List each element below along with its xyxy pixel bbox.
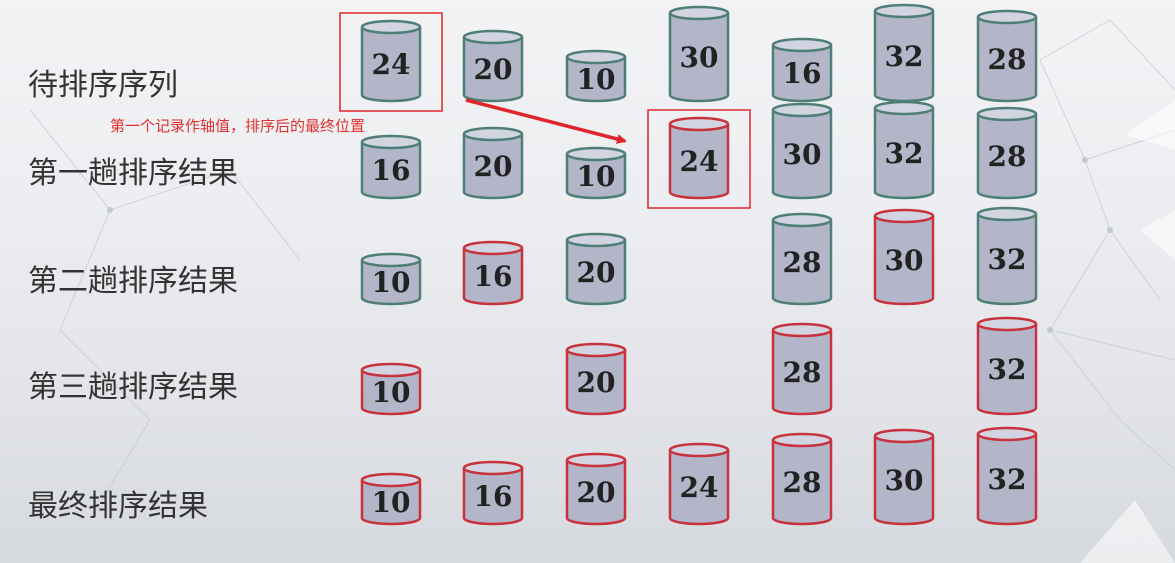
pivot-arrow	[465, 98, 627, 144]
cylinder-20: 20	[462, 29, 524, 103]
cylinder-value: 10	[372, 376, 411, 409]
cylinder-30: 30	[873, 428, 935, 526]
cylinder-10: 10	[565, 146, 627, 200]
cylinder-value: 32	[988, 353, 1027, 386]
cylinder-20: 20	[565, 342, 627, 416]
cylinder-10: 10	[360, 362, 422, 416]
cylinder-28: 28	[976, 106, 1038, 200]
cylinder-value: 32	[988, 243, 1027, 276]
cylinder-16: 16	[462, 460, 524, 526]
cylinder-value: 30	[885, 244, 924, 277]
cylinder-24: 24	[668, 116, 730, 200]
cylinder-32: 32	[873, 100, 935, 200]
cylinder-28: 28	[771, 432, 833, 526]
cylinder-value: 16	[372, 154, 411, 187]
cylinder-value: 28	[783, 466, 822, 499]
row-label-pass-1: 第一趟排序结果	[28, 156, 238, 191]
cylinder-10: 10	[565, 49, 627, 103]
row-label-unsorted: 待排序序列	[28, 68, 178, 103]
cylinder-value: 16	[783, 57, 822, 90]
row-label-pass-3: 第三趟排序结果	[28, 370, 238, 405]
cylinder-32: 32	[976, 426, 1038, 526]
cylinder-32: 32	[976, 206, 1038, 306]
cylinder-32: 32	[976, 316, 1038, 416]
cylinder-value: 30	[783, 138, 822, 171]
cylinder-32: 32	[873, 3, 935, 103]
cylinder-24: 24	[360, 19, 422, 103]
cylinder-value: 10	[577, 63, 616, 96]
cylinder-10: 10	[360, 252, 422, 306]
cylinder-20: 20	[565, 452, 627, 526]
cylinder-value: 24	[680, 471, 719, 504]
cylinder-value: 20	[474, 53, 513, 86]
pivot-highlight-box	[339, 12, 443, 112]
cylinder-value: 30	[885, 464, 924, 497]
cylinder-16: 16	[462, 240, 524, 306]
cylinder-value: 16	[474, 260, 513, 293]
cylinder-value: 20	[577, 256, 616, 289]
cylinder-value: 32	[885, 137, 924, 170]
cylinder-value: 28	[988, 140, 1027, 173]
cylinder-20: 20	[462, 126, 524, 200]
cylinder-value: 10	[577, 160, 616, 193]
cylinder-24: 24	[668, 442, 730, 526]
cylinder-value: 24	[680, 145, 719, 178]
cylinder-10: 10	[360, 472, 422, 526]
cylinder-value: 28	[783, 356, 822, 389]
pivot-highlight-box	[647, 109, 751, 209]
cylinder-value: 20	[474, 150, 513, 183]
row-label-pass-2: 第二趟排序结果	[28, 264, 238, 299]
cylinder-value: 32	[885, 40, 924, 73]
cylinder-value: 10	[372, 486, 411, 519]
cylinder-16: 16	[771, 37, 833, 103]
cylinder-28: 28	[976, 9, 1038, 103]
cylinder-16: 16	[360, 134, 422, 200]
cylinder-20: 20	[565, 232, 627, 306]
row-label-final: 最终排序结果	[28, 489, 208, 524]
cylinder-30: 30	[771, 102, 833, 200]
cylinder-28: 28	[771, 212, 833, 306]
cylinder-value: 30	[680, 41, 719, 74]
cylinder-value: 10	[372, 266, 411, 299]
cylinder-30: 30	[668, 5, 730, 103]
cylinder-value: 28	[783, 246, 822, 279]
cylinder-value: 32	[988, 463, 1027, 496]
cylinder-value: 20	[577, 476, 616, 509]
cylinder-value: 24	[372, 48, 411, 81]
cylinder-value: 20	[577, 366, 616, 399]
cylinder-value: 16	[474, 480, 513, 513]
cylinder-value: 28	[988, 43, 1027, 76]
cylinder-28: 28	[771, 322, 833, 416]
pivot-annotation: 第一个记录作轴值，排序后的最终位置	[110, 117, 366, 135]
cylinder-30: 30	[873, 208, 935, 306]
